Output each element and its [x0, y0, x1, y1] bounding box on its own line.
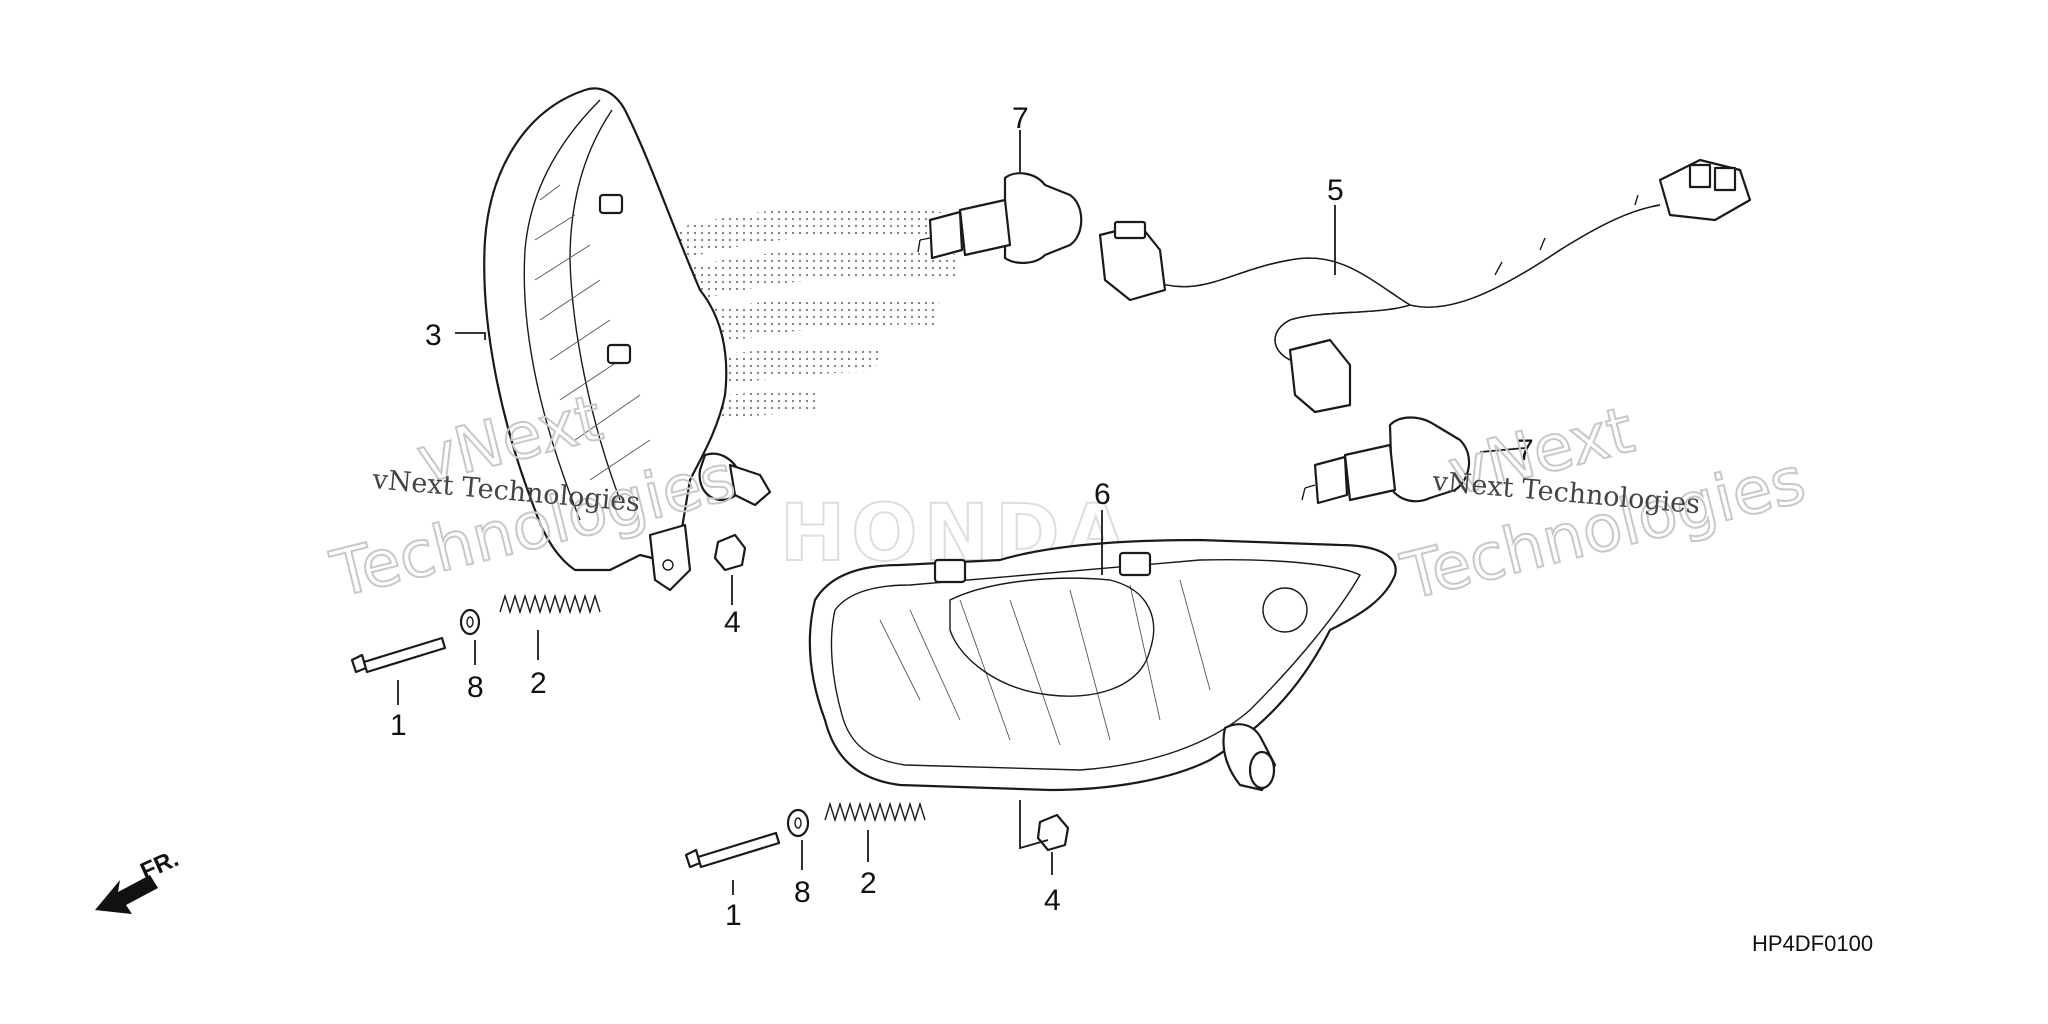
spring-lower[interactable] [824, 801, 926, 823]
bolt-lower[interactable] [684, 831, 781, 869]
diagram-code: HP4DF0100 [1752, 931, 1873, 956]
nut-upper[interactable] [713, 533, 747, 572]
headlight-right-assembly[interactable] [808, 538, 1397, 792]
callout-1-lower: 1 [725, 899, 742, 932]
bulb-upper[interactable] [917, 172, 1083, 264]
callout-4-upper: 4 [724, 606, 741, 639]
callout-4-lower: 4 [1044, 884, 1061, 917]
callout-1-upper: 1 [390, 709, 407, 742]
front-arrow-icon [95, 875, 158, 914]
spring-upper[interactable] [499, 593, 601, 615]
callout-3: 3 [425, 319, 442, 352]
callout-5: 5 [1327, 174, 1344, 207]
callout-2-lower: 2 [860, 867, 877, 900]
callout-7-lower: 7 [1517, 434, 1534, 467]
bulb-lower[interactable] [1301, 416, 1471, 505]
wire-harness[interactable] [1098, 158, 1752, 414]
leader-lines [397, 130, 1526, 895]
washer-lower[interactable] [786, 808, 810, 838]
washer-upper[interactable] [459, 608, 481, 636]
callout-6: 6 [1094, 478, 1111, 511]
nut-lower[interactable] [1036, 813, 1070, 852]
front-direction-indicator: FR. [95, 845, 183, 914]
bolt-upper[interactable] [350, 636, 447, 674]
callout-7-upper: 7 [1012, 102, 1029, 135]
callout-8-lower: 8 [794, 876, 811, 909]
headlight-left-assembly[interactable] [483, 87, 772, 592]
callout-2-upper: 2 [530, 667, 547, 700]
callout-8-upper: 8 [467, 671, 484, 704]
